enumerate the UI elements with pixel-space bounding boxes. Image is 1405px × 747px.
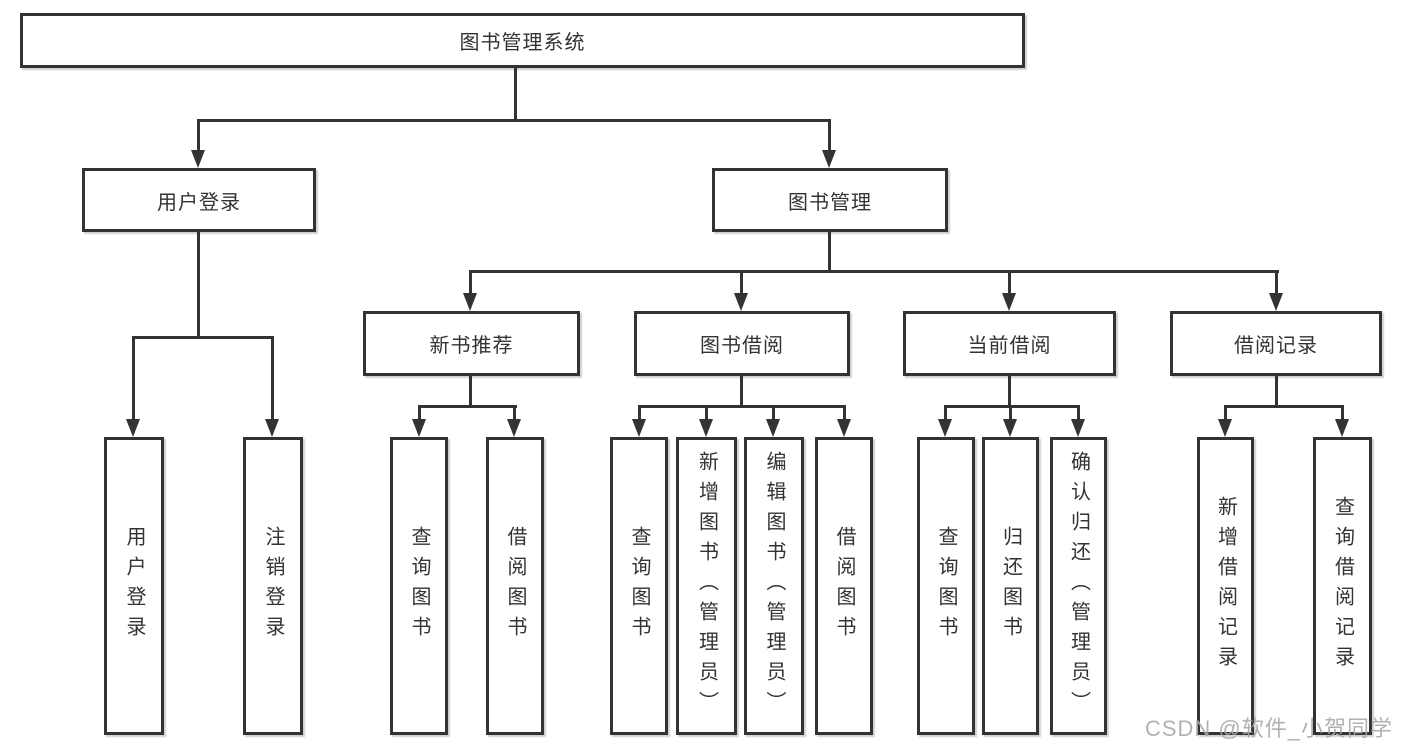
node-new-book-recommend: 新书推荐 (363, 311, 580, 376)
leaf-label: 归还图书 (999, 526, 1022, 646)
arrow-down-icon (463, 293, 477, 311)
arrow-down-icon (1218, 419, 1232, 437)
connector-bar (944, 405, 1080, 408)
leaf-label: 借阅图书 (504, 526, 526, 646)
leaf-confirm-return-admin: 确认归还（管理员） (1050, 437, 1107, 735)
connector-drop (1008, 272, 1011, 295)
node-user-login: 用户登录 (82, 168, 316, 232)
node-borrow-records: 借阅记录 (1170, 311, 1382, 376)
leaf-label: 查询借阅记录 (1331, 496, 1354, 676)
connector-user-login-drop (197, 121, 200, 152)
connector-drop (944, 407, 947, 421)
leaf-add-borrow-record: 新增借阅记录 (1197, 437, 1254, 735)
arrow-down-icon (734, 293, 748, 311)
arrow-down-icon (1269, 293, 1283, 311)
connector-bar (1224, 405, 1344, 408)
node-library-system: 图书管理系统 (20, 13, 1025, 68)
arrow-down-icon (837, 419, 851, 437)
leaf-label: 查询图书 (628, 526, 650, 646)
node-book-management: 图书管理 (712, 168, 948, 232)
leaf-label: 查询图书 (935, 526, 957, 646)
connector-drop (1224, 407, 1227, 421)
leaf-label: 确认归还（管理员） (1067, 451, 1090, 721)
connector-drop (843, 407, 846, 421)
leaf-query-books-borrow: 查询图书 (610, 437, 668, 735)
connector-drop (772, 407, 775, 421)
leaf-user-login: 用户登录 (104, 437, 164, 735)
connector-book-mgmt-stem (828, 232, 831, 272)
arrow-down-icon (822, 150, 836, 168)
connector-user-login-stem (197, 232, 200, 338)
arrow-down-icon (1335, 419, 1349, 437)
leaf-label: 编辑图书（管理员） (763, 451, 785, 721)
leaf-logout-label: 注销登录 (262, 526, 284, 646)
arrow-down-icon (412, 419, 426, 437)
connector-level2-bar (197, 119, 831, 122)
arrow-down-icon (1071, 419, 1085, 437)
arrow-down-icon (766, 419, 780, 437)
leaf-label: 新增图书（管理员） (695, 451, 718, 721)
leaf-label: 新增借阅记录 (1214, 496, 1237, 676)
connector-drop (705, 407, 708, 421)
leaf-label: 查询图书 (408, 526, 430, 646)
leaf-user-login-label: 用户登录 (123, 526, 145, 646)
leaf-query-books-current: 查询图书 (917, 437, 975, 735)
leaf-query-books-recommend: 查询图书 (390, 437, 448, 735)
csdn-watermark: CSDN @软件_小贺同学 (1144, 716, 1393, 741)
arrow-down-icon (938, 419, 952, 437)
node-user-login-label: 用户登录 (157, 191, 241, 214)
connector-bar (418, 405, 517, 408)
arrow-down-icon (507, 419, 521, 437)
leaf-logout: 注销登录 (243, 437, 303, 735)
arrow-down-icon (191, 150, 205, 168)
node-book-borrow-label: 图书借阅 (700, 335, 784, 357)
connector-root-stem (514, 68, 517, 121)
connector-stem (469, 376, 472, 407)
leaf-query-borrow-record: 查询借阅记录 (1313, 437, 1372, 735)
leaf-return-books: 归还图书 (982, 437, 1039, 735)
arrow-down-icon (1003, 419, 1017, 437)
leaf-edit-books-admin: 编辑图书（管理员） (744, 437, 804, 735)
leaf-add-books-admin: 新增图书（管理员） (676, 437, 737, 735)
connector-stem (1275, 376, 1278, 407)
connector-drop (1275, 272, 1278, 295)
connector-stem (1008, 376, 1011, 407)
arrow-down-icon (632, 419, 646, 437)
connector-drop (638, 407, 641, 421)
node-current-borrow: 当前借阅 (903, 311, 1116, 376)
arrow-down-icon (699, 419, 713, 437)
connector-book-mgmt-drop (828, 121, 831, 152)
connector-drop (469, 272, 472, 295)
connector-bar (638, 405, 846, 408)
connector-drop (271, 338, 274, 421)
arrow-down-icon (126, 419, 140, 437)
connector-drop (1077, 407, 1080, 421)
leaf-borrow-books: 借阅图书 (815, 437, 873, 735)
connector-drop (740, 272, 743, 295)
connector-level3-bar (469, 270, 1279, 273)
connector-stem (740, 376, 743, 407)
connector-user-login-bar (132, 336, 274, 339)
node-library-system-label: 图书管理系统 (459, 32, 586, 54)
connector-drop (1009, 407, 1012, 421)
node-borrow-records-label: 借阅记录 (1234, 335, 1318, 357)
connector-drop (132, 338, 135, 421)
arrow-down-icon (1002, 293, 1016, 311)
node-current-borrow-label: 当前借阅 (967, 335, 1052, 357)
leaf-label: 借阅图书 (833, 526, 855, 646)
arrow-down-icon (265, 419, 279, 437)
connector-drop (1341, 407, 1344, 421)
connector-drop (418, 407, 421, 421)
connector-drop (513, 407, 516, 421)
leaf-borrow-books-recommend: 借阅图书 (486, 437, 544, 735)
node-book-management-label: 图书管理 (788, 191, 872, 214)
node-book-borrow: 图书借阅 (634, 311, 850, 376)
node-new-book-recommend-label: 新书推荐 (429, 335, 514, 357)
